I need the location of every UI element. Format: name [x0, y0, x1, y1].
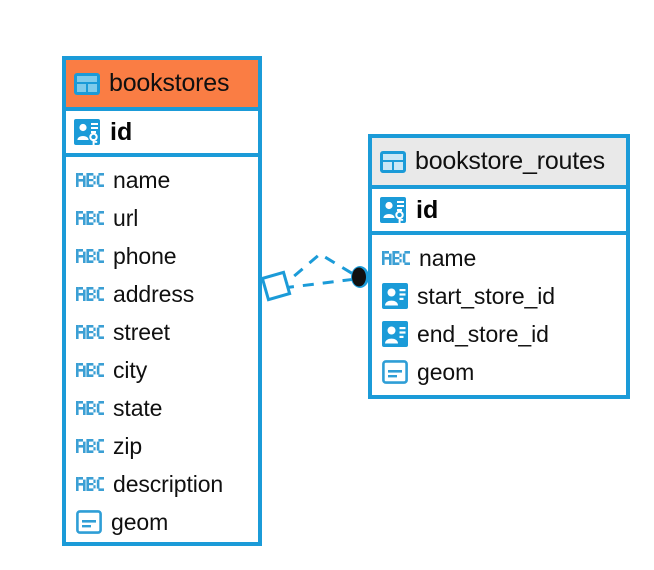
hollow-diamond-endpoint: [260, 270, 292, 302]
entity-table-bookstore-routes[interactable]: bookstore_routes id: [368, 134, 630, 399]
filled-circle-endpoint: [351, 266, 369, 288]
field-row-geom[interactable]: geom: [372, 353, 626, 391]
field-label: address: [113, 280, 195, 307]
abc-text-icon: [76, 170, 104, 190]
primary-key-row-bookstores[interactable]: id: [66, 111, 258, 157]
field-row-end-store-id[interactable]: end_store_id: [372, 315, 626, 353]
field-label: url: [113, 204, 139, 231]
field-label: end_store_id: [417, 320, 549, 347]
abc-text-icon: [76, 474, 104, 494]
abc-text-icon: [76, 208, 104, 228]
abc-text-icon: [382, 248, 410, 268]
foreign-key-icon: [382, 321, 408, 347]
field-row-city[interactable]: city: [66, 351, 258, 389]
field-label: city: [113, 356, 148, 383]
field-row-geom[interactable]: geom: [66, 503, 258, 541]
field-list-bookstore-routes: name start_store_id: [372, 235, 626, 391]
field-row-phone[interactable]: phone: [66, 237, 258, 275]
entity-table-bookstores[interactable]: bookstores id: [62, 56, 262, 546]
abc-text-icon: [76, 436, 104, 456]
relationship-line-upper: [278, 252, 359, 291]
field-label: name: [419, 244, 477, 271]
geometry-icon: [76, 510, 102, 534]
primary-key-label-bookstore-routes: id: [416, 195, 439, 224]
entity-title-bookstores: bookstores: [109, 69, 230, 97]
abc-text-icon: [76, 284, 104, 304]
field-label: name: [113, 166, 171, 193]
abc-text-icon: [76, 246, 104, 266]
abc-text-icon: [76, 360, 104, 380]
field-label: zip: [113, 432, 143, 459]
primary-key-icon: [74, 117, 103, 147]
entity-title-bookstore-routes: bookstore_routes: [415, 147, 605, 175]
geometry-icon: [382, 360, 408, 384]
field-row-zip[interactable]: zip: [66, 427, 258, 465]
field-list-bookstores: name u: [66, 157, 258, 541]
field-row-address[interactable]: address: [66, 275, 258, 313]
table-grid-icon: [380, 150, 406, 173]
foreign-key-icon: [382, 283, 408, 309]
field-row-url[interactable]: url: [66, 199, 258, 237]
field-label: description: [113, 470, 224, 497]
relationship-line-lower: [282, 277, 357, 290]
primary-key-row-bookstore-routes[interactable]: id: [372, 189, 626, 235]
field-row-state[interactable]: state: [66, 389, 258, 427]
field-row-name[interactable]: name: [372, 239, 626, 277]
field-row-start-store-id[interactable]: start_store_id: [372, 277, 626, 315]
abc-text-icon: [76, 398, 104, 418]
entity-header-bookstores: bookstores: [66, 60, 258, 111]
field-row-description[interactable]: description: [66, 465, 258, 503]
abc-text-icon: [76, 322, 104, 342]
primary-key-icon: [380, 195, 409, 225]
field-label: phone: [113, 242, 177, 269]
primary-key-label-bookstores: id: [110, 117, 133, 146]
field-label: start_store_id: [417, 282, 555, 309]
field-label: state: [113, 394, 163, 421]
entity-header-bookstore-routes: bookstore_routes: [372, 138, 626, 189]
field-label: geom: [417, 358, 475, 385]
field-label: street: [113, 318, 170, 345]
field-row-street[interactable]: street: [66, 313, 258, 351]
field-row-name[interactable]: name: [66, 161, 258, 199]
table-grid-icon: [74, 72, 100, 95]
field-label: geom: [111, 508, 169, 535]
